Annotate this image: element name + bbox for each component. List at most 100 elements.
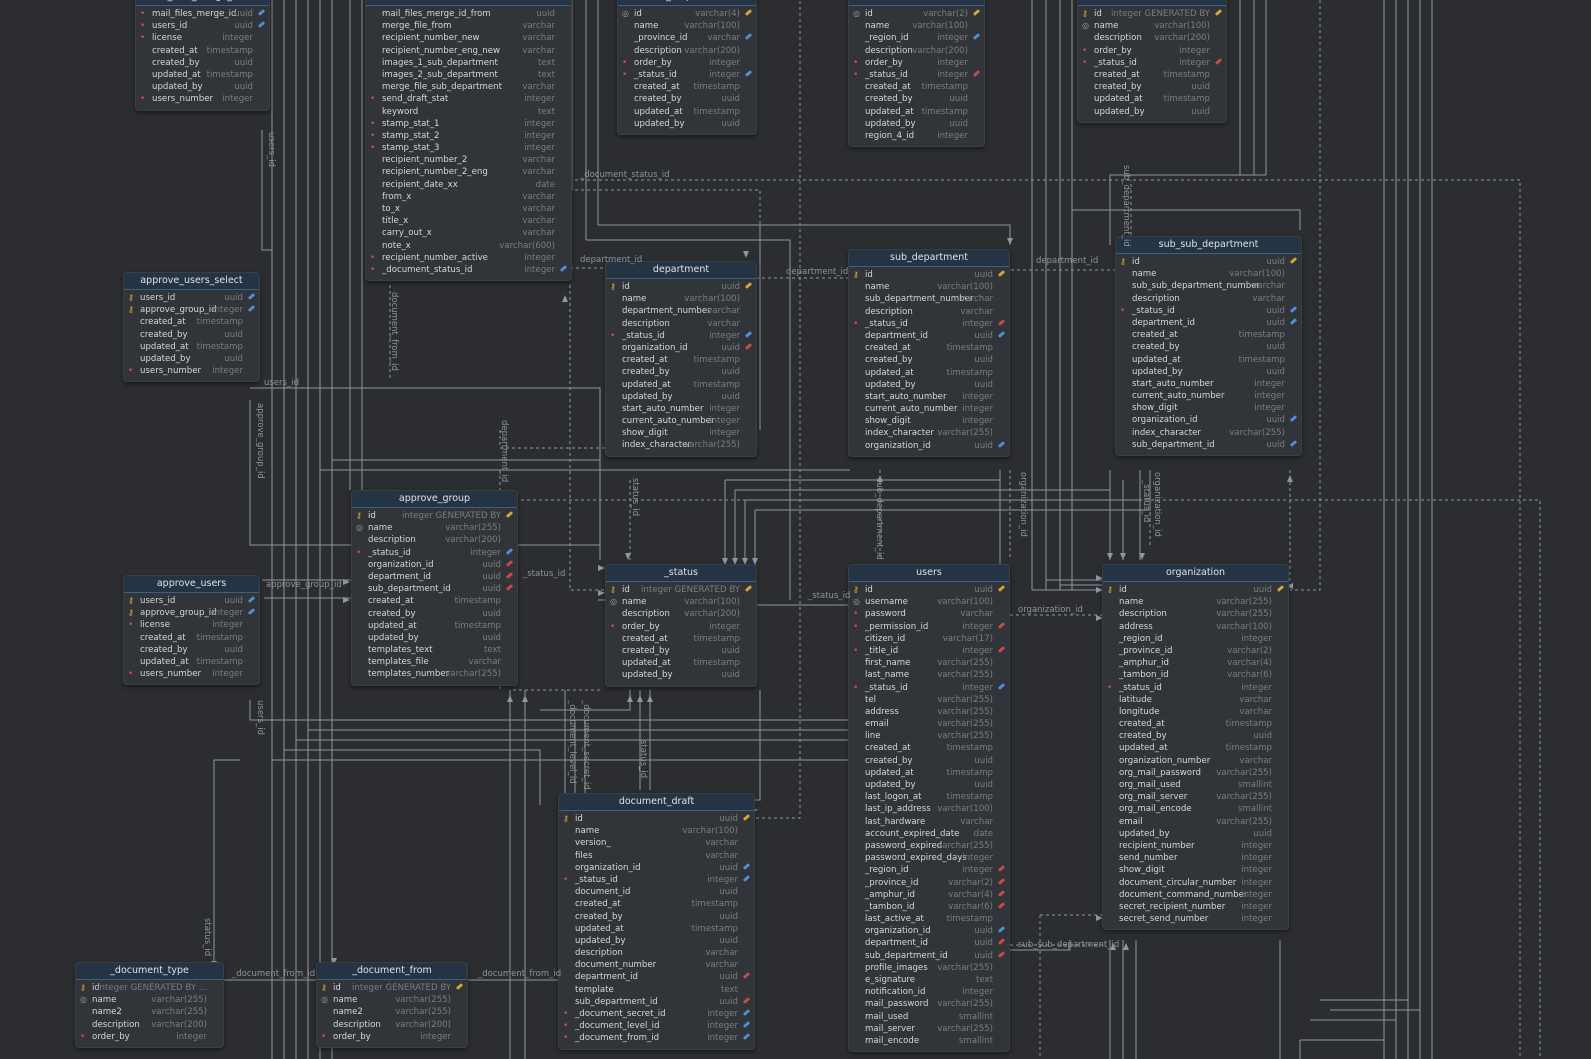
table-title[interactable]: approve_users <box>124 576 259 593</box>
table-title[interactable]: approve_group <box>352 491 517 508</box>
table-mail-files-merge-users[interactable]: mail_files_merge_users•mail_files_merge_… <box>135 0 270 111</box>
table-title[interactable]: sub_department <box>849 250 1009 267</box>
table-title[interactable] <box>849 0 984 6</box>
table-title[interactable]: mail_files_merge_users <box>136 0 269 6</box>
field-row[interactable]: version_varchar <box>559 837 754 849</box>
table-title[interactable]: approve_users_select <box>124 273 259 290</box>
table-title[interactable]: sub_sub_department <box>1116 237 1301 254</box>
table-title[interactable] <box>366 0 571 6</box>
